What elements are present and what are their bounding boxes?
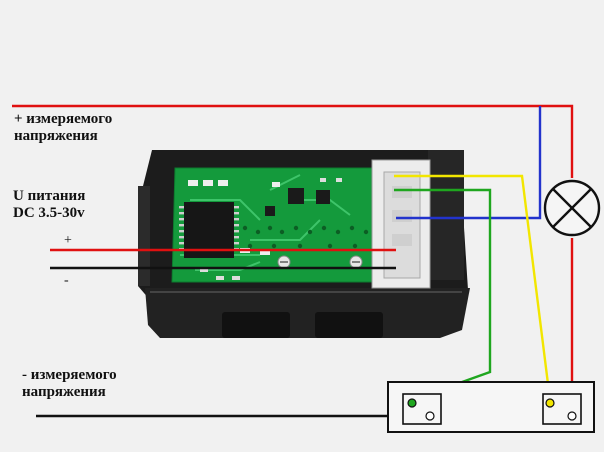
screw-left-green bbox=[407, 398, 417, 408]
trimmer-potentiometers bbox=[277, 255, 363, 269]
supply-minus-symbol: - bbox=[64, 273, 69, 288]
screw-left-black bbox=[425, 411, 435, 421]
plus-measured-label: + измеряемого напряжения bbox=[14, 111, 112, 145]
supply-label: U питания DC 3.5-30v bbox=[13, 188, 85, 222]
minus-measured-line2: напряжения bbox=[22, 384, 106, 400]
supply-line2: DC 3.5-30v bbox=[13, 205, 85, 221]
minus-measured-label: - измеряемого напряжения bbox=[22, 367, 117, 401]
terminal-left bbox=[402, 393, 442, 425]
lamp-icon bbox=[543, 179, 601, 237]
minus-measured-line1: - измеряемого bbox=[22, 367, 117, 383]
microcontroller-chip bbox=[184, 202, 234, 258]
pcb-vias bbox=[242, 225, 381, 249]
wire-yellow bbox=[394, 174, 552, 401]
connector-pin-3 bbox=[392, 234, 412, 246]
screw-right-yellow bbox=[545, 398, 555, 408]
supply-line1: U питания bbox=[13, 188, 86, 204]
left-clip bbox=[138, 186, 150, 286]
connector-pin-2 bbox=[392, 210, 412, 222]
smd-components bbox=[188, 178, 342, 280]
right-frame bbox=[428, 150, 464, 280]
voltmeter-module bbox=[138, 150, 470, 338]
bezel-slot-left bbox=[222, 312, 290, 338]
terminal-right bbox=[542, 393, 582, 425]
wire-red-measured bbox=[12, 104, 574, 178]
screw-right-red bbox=[567, 411, 577, 421]
wire-blue bbox=[396, 106, 542, 220]
plus-measured-line1: + измеряемого bbox=[14, 111, 113, 127]
plus-measured-line2: напряжения bbox=[14, 128, 98, 144]
terminal-block bbox=[387, 381, 595, 433]
bezel-slot-right bbox=[315, 312, 383, 338]
bottom-bezel bbox=[145, 288, 470, 338]
connector-pin-1 bbox=[392, 186, 412, 198]
supply-plus-symbol: + bbox=[64, 233, 72, 248]
